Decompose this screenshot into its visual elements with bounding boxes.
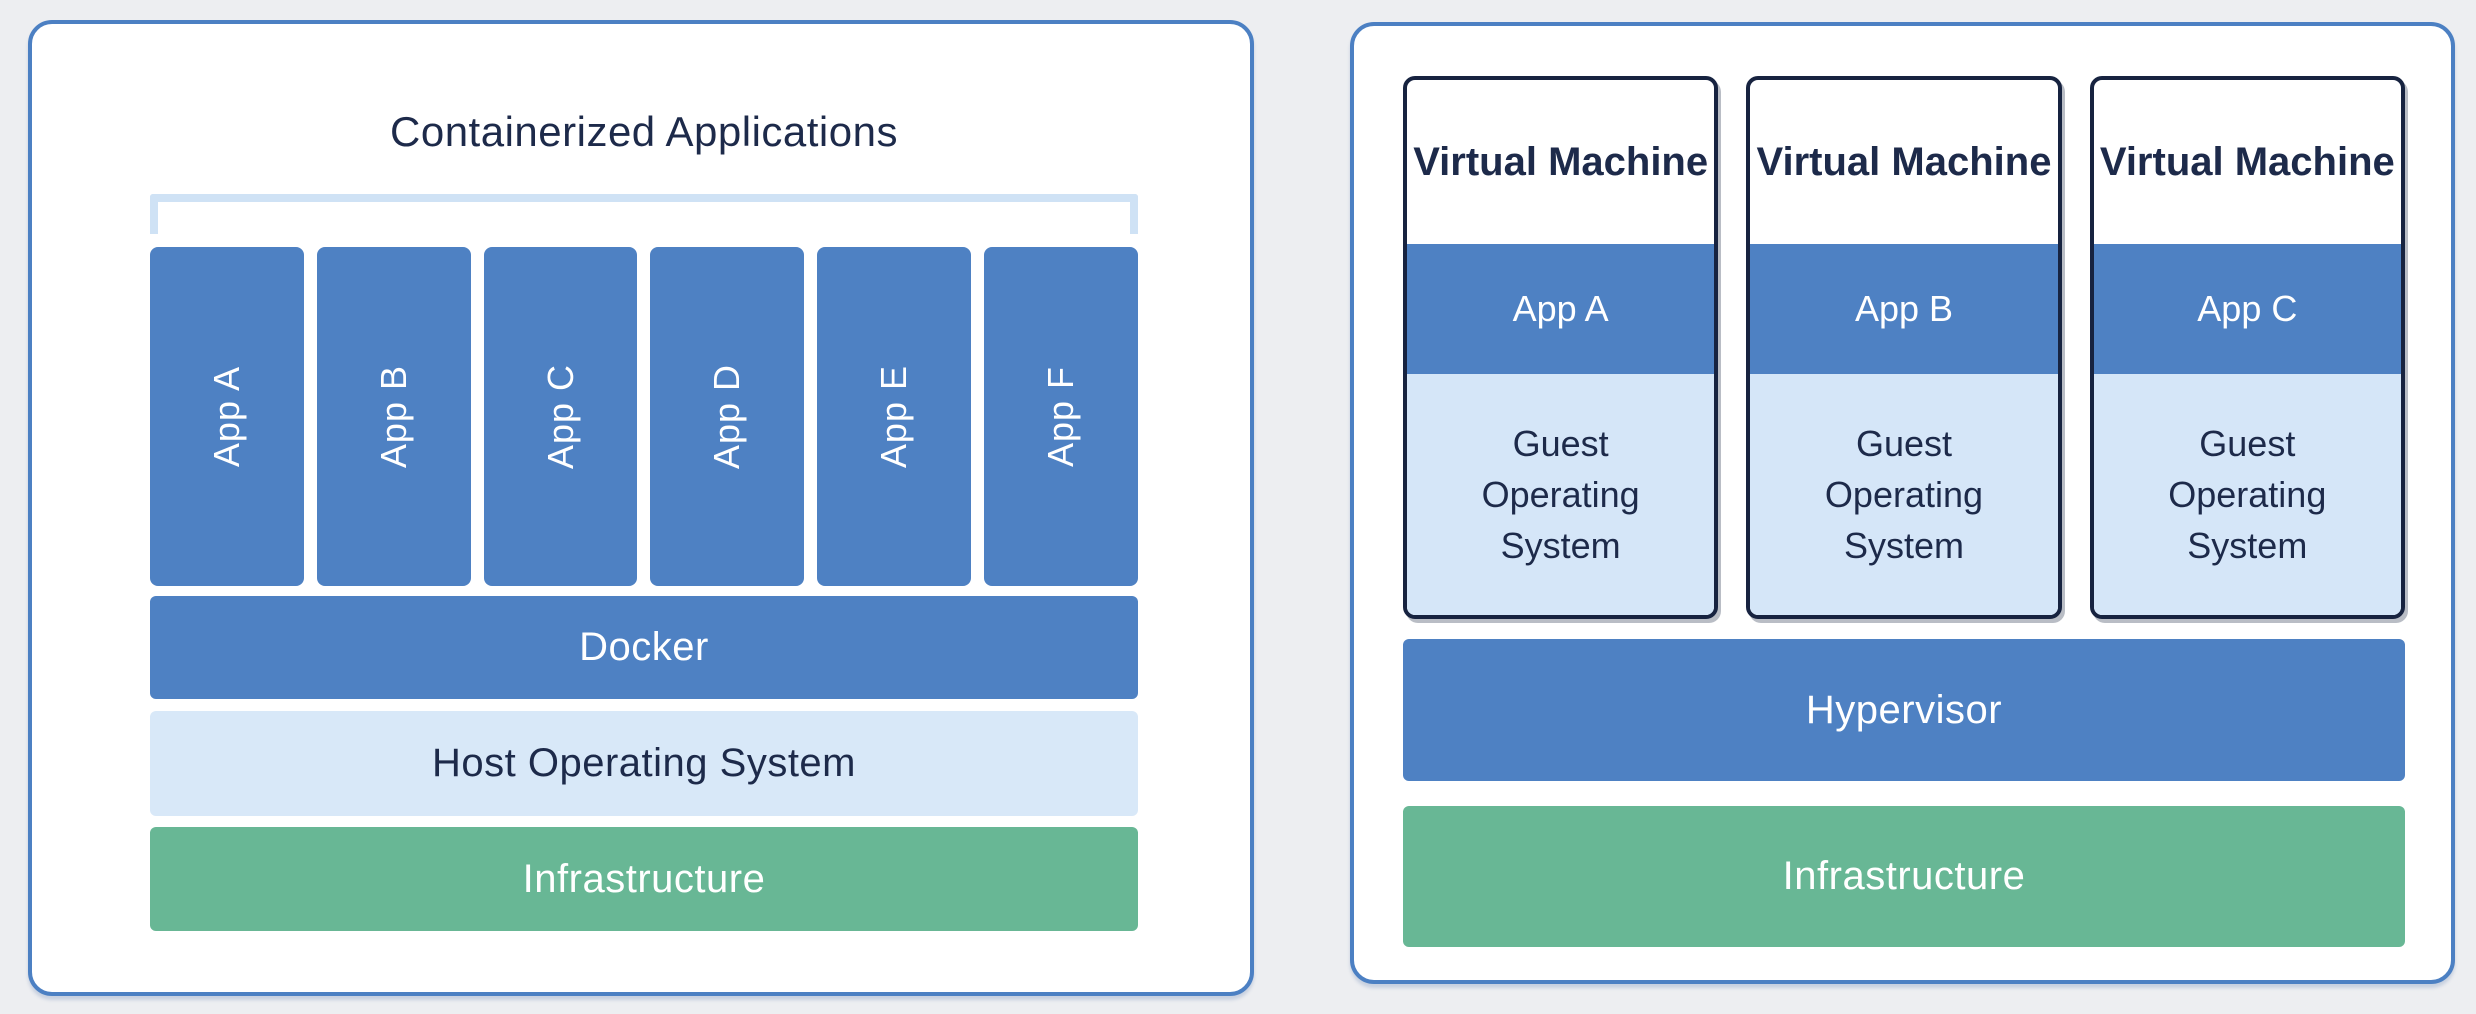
applications-group-bracket	[150, 194, 1138, 234]
vm-cards-row: Virtual Machine App A Guest Operating Sy…	[1403, 76, 2405, 619]
vm-card: Virtual Machine App B Guest Operating Sy…	[1746, 76, 2062, 619]
app-column: App D	[650, 247, 805, 586]
app-column-label: App F	[1040, 365, 1082, 468]
app-column: App C	[483, 247, 638, 586]
vm-app-section: App A	[1407, 244, 1715, 374]
vm-guest-os-section: Guest Operating System	[1750, 374, 2058, 615]
host-os-layer: Host Operating System	[150, 711, 1138, 816]
app-column-label: App E	[873, 364, 915, 469]
infrastructure-layer-right: Infrastructure	[1403, 806, 2405, 947]
docker-layer: Docker	[150, 596, 1138, 699]
infrastructure-layer-left: Infrastructure	[150, 827, 1138, 931]
containerized-applications-panel: Containerized Applications App A App B A…	[28, 20, 1254, 996]
vm-app-section: App C	[2093, 244, 2401, 374]
app-column-label: App B	[372, 364, 414, 469]
hypervisor-layer: Hypervisor	[1403, 639, 2405, 781]
vm-card: Virtual Machine App C Guest Operating Sy…	[2089, 76, 2405, 619]
app-column-label: App D	[706, 363, 748, 470]
app-column-label: App C	[539, 363, 581, 470]
vm-card-title: Virtual Machine	[1413, 139, 1709, 184]
host-os-layer-label: Host Operating System	[432, 741, 856, 785]
vm-guest-os-label: Guest Operating System	[1824, 422, 1984, 567]
vm-guest-os-label: Guest Operating System	[1481, 422, 1640, 567]
app-column: App F	[984, 247, 1138, 586]
app-column: App A	[150, 247, 304, 586]
virtual-machines-panel: Virtual Machine App A Guest Operating Sy…	[1350, 22, 2455, 984]
left-panel-title: Containerized Applications	[390, 108, 898, 155]
vm-app-label: App B	[1854, 288, 1954, 329]
app-column-label: App A	[205, 365, 247, 468]
vm-card-title: Virtual Machine	[2099, 139, 2395, 184]
app-columns-row: App A App B App C App D App E App F	[150, 247, 1138, 586]
hypervisor-layer-label: Hypervisor	[1805, 687, 2003, 732]
app-column: App E	[817, 247, 972, 586]
app-column: App B	[316, 247, 471, 586]
vm-guest-os-section: Guest Operating System	[1407, 374, 1715, 615]
vm-guest-os-section: Guest Operating System	[2093, 374, 2401, 615]
infrastructure-layer-right-label: Infrastructure	[1782, 854, 2026, 898]
vm-app-section: App B	[1750, 244, 2058, 374]
vm-app-label: App C	[2197, 288, 2298, 329]
vm-card-title: Virtual Machine	[1756, 139, 2052, 184]
vm-app-label: App A	[1512, 288, 1609, 329]
vm-guest-os-label: Guest Operating System	[2168, 422, 2327, 567]
vm-card: Virtual Machine App A Guest Operating Sy…	[1403, 76, 1719, 619]
docker-layer-label: Docker	[579, 625, 709, 669]
infrastructure-layer-left-label: Infrastructure	[522, 856, 766, 901]
